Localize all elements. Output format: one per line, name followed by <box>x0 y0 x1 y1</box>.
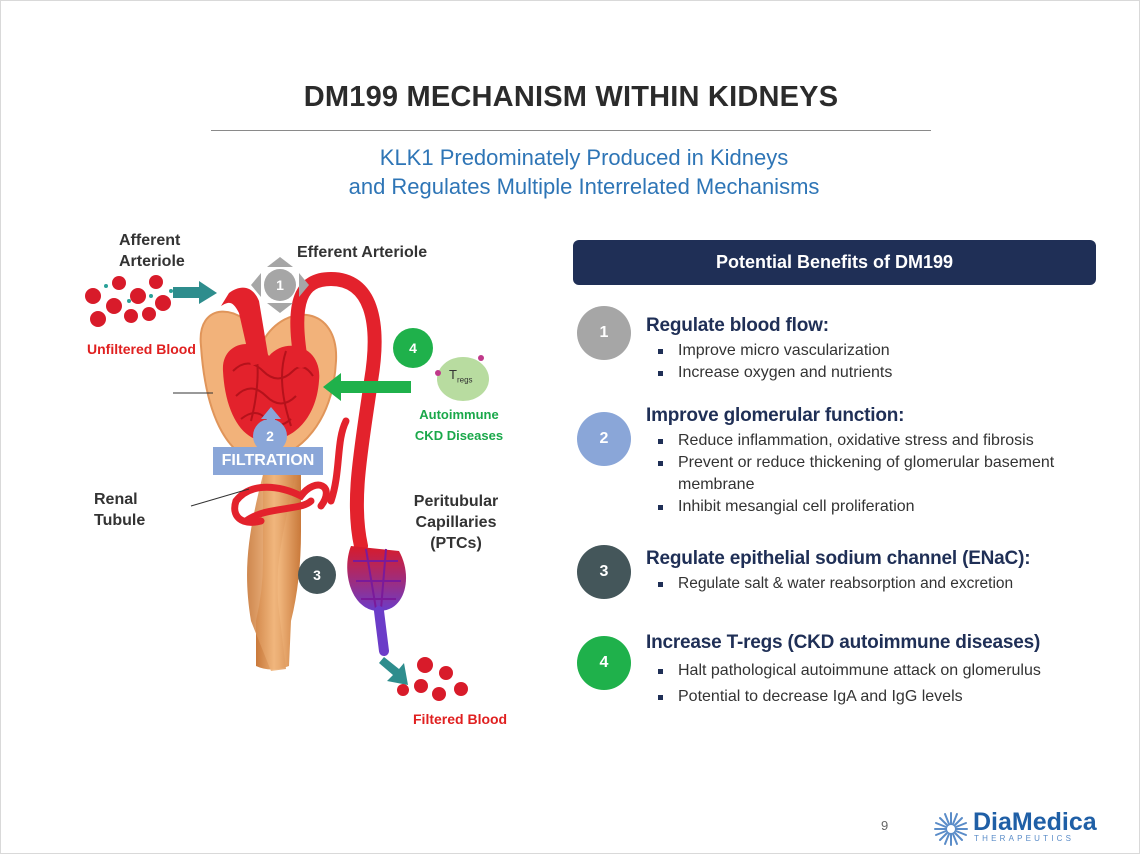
ptc-line-2: Capillaries <box>415 514 497 531</box>
list-item: Increase oxygen and nutrients <box>656 362 892 384</box>
efferent-arteriole-shape <box>290 271 382 553</box>
unfiltered-blood-label: Unfiltered Blood <box>87 341 196 357</box>
benefit-3-list: Regulate salt & water reabsorption and e… <box>656 573 1013 595</box>
logo-subtitle: THERAPEUTICS <box>974 834 1075 843</box>
list-item: Inhibit mesangial cell proliferation <box>656 496 1096 518</box>
tregs-sub: regs <box>456 375 473 385</box>
marker-1: 1 <box>264 269 296 301</box>
benefit-1-title: Regulate blood flow: <box>646 315 829 336</box>
ptc-label: Peritubular Capillaries (PTCs) <box>407 491 505 554</box>
marker-4: 4 <box>393 328 433 368</box>
tregs-label: Tregs <box>449 367 473 385</box>
benefit-2-title: Improve glomerular function: <box>646 405 905 426</box>
list-item: Potential to decrease IgA and IgG levels <box>656 686 1041 708</box>
benefits-header: Potential Benefits of DM199 <box>573 240 1096 285</box>
ptc-network-shape <box>347 546 407 611</box>
autoimmune-label: Autoimmune CKD Diseases <box>406 404 512 446</box>
benefit-2-list: Reduce inflammation, oxidative stress an… <box>656 430 1096 518</box>
diamedica-logo-icon <box>934 812 968 846</box>
subtitle-line-2: and Regulates Multiple Interrelated Mech… <box>348 174 820 199</box>
tregs-arrow-shape <box>323 373 411 401</box>
inflow-arrow-shape <box>173 281 217 304</box>
afferent-line-1: Afferent <box>119 232 181 249</box>
autoimmune-line-1: Autoimmune <box>419 407 499 422</box>
page-number: 9 <box>881 818 889 833</box>
filtration-label: FILTRATION <box>213 447 323 475</box>
outflow-arrow-shape <box>379 657 408 685</box>
filtered-blood-label: Filtered Blood <box>413 711 508 727</box>
renal-tubule-label: Renal Tubule <box>94 489 145 531</box>
tregs-t: T <box>449 367 457 382</box>
filtration-arrow-shape <box>261 407 281 429</box>
benefit-4-title: Increase T-regs (CKD autoimmune diseases… <box>646 632 1041 653</box>
benefit-4-list: Halt pathological autoimmune attack on g… <box>656 660 1041 708</box>
renal-line-1: Renal <box>94 491 138 508</box>
page-title: DM199 MECHANISM WITHIN KIDNEYS <box>303 81 839 113</box>
list-item: Halt pathological autoimmune attack on g… <box>656 660 1041 682</box>
list-item: Prevent or reduce thickening of glomerul… <box>656 452 1058 496</box>
logo-name: DiaMedica <box>973 808 1097 836</box>
list-item: Regulate salt & water reabsorption and e… <box>656 573 1013 595</box>
nephron-diagram <box>85 257 489 701</box>
autoimmune-line-2: CKD Diseases <box>414 428 504 443</box>
afferent-arteriole-shape <box>221 287 269 366</box>
flow-marker-1 <box>251 257 309 313</box>
filtered-blood-cells <box>397 657 468 701</box>
subtitle-line-1: KLK1 Predominately Produced in Kidneys <box>379 145 789 170</box>
afferent-arteriole-label: Afferent Arteriole <box>119 230 185 272</box>
benefit-4-number: 4 <box>577 636 631 690</box>
efferent-arteriole-label: Efferent Arteriole <box>297 244 428 261</box>
renal-line-2: Tubule <box>94 512 146 529</box>
benefit-1-number: 1 <box>577 306 631 360</box>
benefit-2-number: 2 <box>577 412 631 466</box>
list-item: Improve micro vascularization <box>656 340 892 362</box>
benefit-1-list: Improve micro vascularization Increase o… <box>656 340 892 384</box>
benefit-3-number: 3 <box>577 545 631 599</box>
ptc-line-3: (PTCs) <box>430 535 482 552</box>
list-item: Reduce inflammation, oxidative stress an… <box>656 430 1096 452</box>
unfiltered-blood-cells <box>85 275 171 327</box>
benefit-3-title: Regulate epithelial sodium channel (ENaC… <box>646 548 1031 569</box>
ptc-line-1: Peritubular <box>413 493 499 510</box>
title-divider <box>211 130 931 131</box>
vein-outflow-shape <box>374 606 389 656</box>
afferent-line-2: Arteriole <box>119 253 185 270</box>
tregs-cell-shape <box>437 357 489 401</box>
marker-3: 3 <box>298 556 336 594</box>
